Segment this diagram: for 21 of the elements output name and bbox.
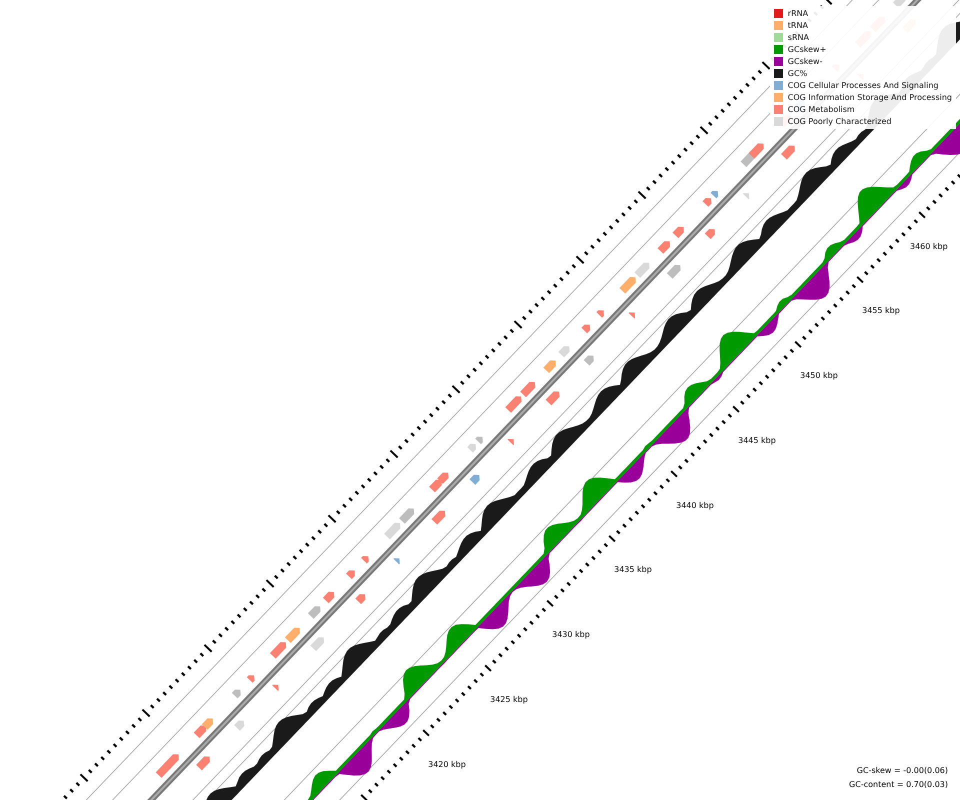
legend-label: GCskew+: [788, 45, 826, 54]
scale-label: 3440 kbp: [676, 500, 714, 510]
scale-label: 3435 kbp: [614, 565, 652, 574]
legend-label: COG Information Storage And Processing: [788, 93, 952, 102]
scale-label: 3430 kbp: [552, 630, 590, 640]
statistics-note: GC-skew = -0.00(0.06): [856, 766, 948, 775]
legend-label: tRNA: [788, 21, 808, 30]
scale-label: 3455 kbp: [862, 306, 900, 316]
statistics-note: GC-content = 0.70(0.03): [849, 780, 948, 789]
scale-label: 3445 kbp: [738, 436, 776, 445]
legend-label: GCskew-: [788, 57, 822, 66]
legend-label: sRNA: [788, 33, 809, 42]
legend-label: COG Poorly Characterized: [788, 117, 892, 126]
scale-label: 3450 kbp: [800, 371, 838, 380]
scale-label: 3420 kbp: [428, 760, 466, 769]
scale-label: 3460 kbp: [910, 242, 948, 251]
legend-label: COG Cellular Processes And Signaling: [788, 81, 938, 90]
legend-label: COG Metabolism: [788, 105, 855, 114]
scale-label: 3425 kbp: [490, 694, 528, 704]
legend-label: GC%: [788, 69, 808, 78]
legend-label: rRNA: [788, 9, 808, 18]
